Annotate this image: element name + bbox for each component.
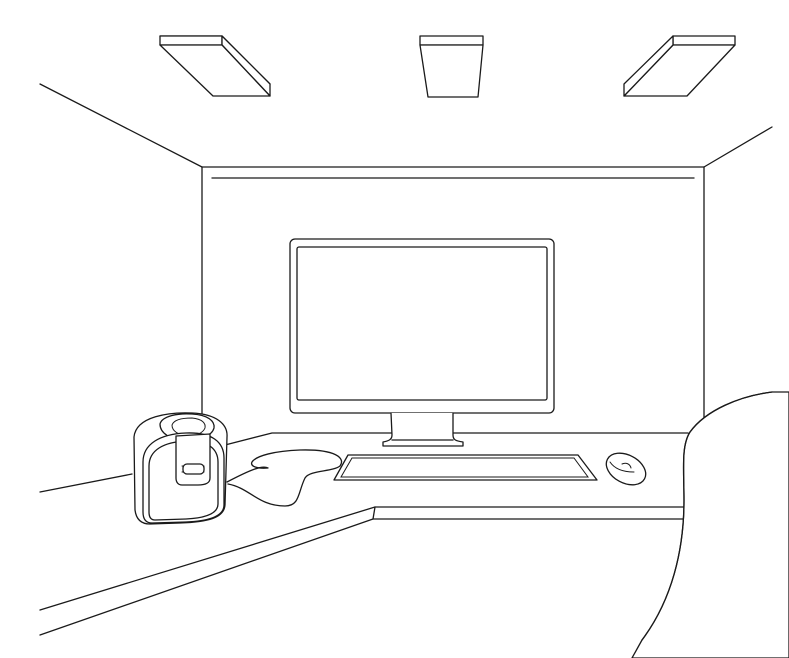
monitor-screen [296, 246, 548, 401]
monitor-stand [382, 412, 464, 447]
keyboard [333, 454, 598, 481]
mouse [605, 452, 647, 486]
monitor [289, 238, 555, 447]
calibration-device [133, 412, 228, 525]
device-window [175, 433, 211, 486]
ceiling-light-right [623, 35, 736, 97]
ceiling-lights [159, 35, 736, 98]
ceiling-light-left [159, 35, 271, 97]
desk [39, 432, 689, 636]
chair [631, 391, 789, 658]
room-walls [39, 83, 773, 433]
device-cable [226, 449, 343, 507]
ceiling-light-center [419, 35, 484, 98]
